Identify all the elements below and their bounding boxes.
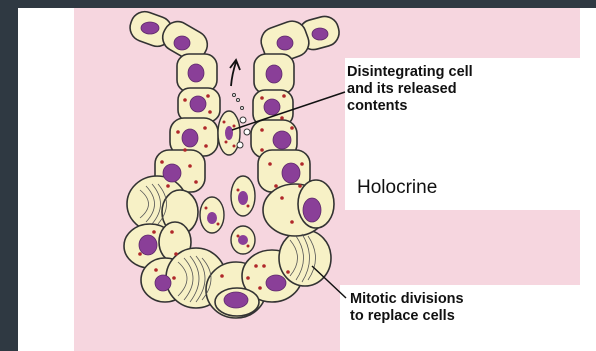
- annotation-line: Mitotic divisions: [350, 291, 550, 308]
- annotation-line: contents: [347, 98, 547, 115]
- annotation-holocrine: Holocrine: [357, 177, 437, 199]
- annotation-line: Disintegrating cell: [347, 64, 547, 81]
- annotation-mitotic-divisions: Mitotic divisions to replace cells: [350, 291, 550, 325]
- annotation-disintegrating-cell: Disintegrating cell and its released con…: [347, 64, 547, 115]
- annotation-line: and its released: [347, 81, 547, 98]
- annotation-line: to replace cells: [350, 308, 550, 325]
